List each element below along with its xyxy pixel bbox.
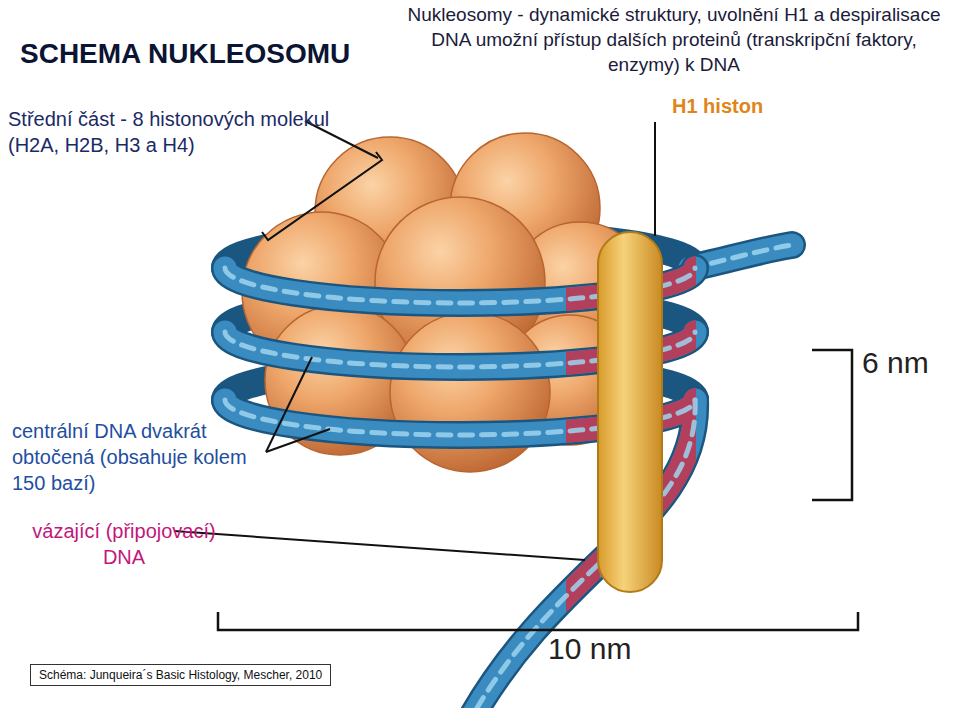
dimension: 10 nm (548, 632, 631, 666)
leader-line (174, 531, 585, 560)
leader-line (266, 429, 330, 452)
note-text: Nukleosomy - dynamické struktury, uvolně… (394, 2, 954, 77)
dimension-bracket (218, 612, 858, 630)
dimension: 6 nm (862, 346, 929, 380)
part-label: Střední část - 8 histonových molekul (H2… (8, 106, 338, 158)
caption: Schéma: Junqueira´s Basic Histology, Mes… (30, 664, 331, 686)
leader-lines (174, 121, 858, 630)
bracket (262, 152, 382, 240)
h1-histone (598, 232, 662, 592)
title: SCHEMA NUKLEOSOMU (20, 38, 350, 70)
leader-line (654, 122, 656, 236)
part-label: H1 histon (672, 94, 763, 118)
dimension-bracket (812, 350, 852, 500)
part-label: vázající (připojovací) DNA (26, 518, 222, 570)
part-label: centrální DNA dvakrát obtočená (obsahuje… (12, 418, 264, 496)
